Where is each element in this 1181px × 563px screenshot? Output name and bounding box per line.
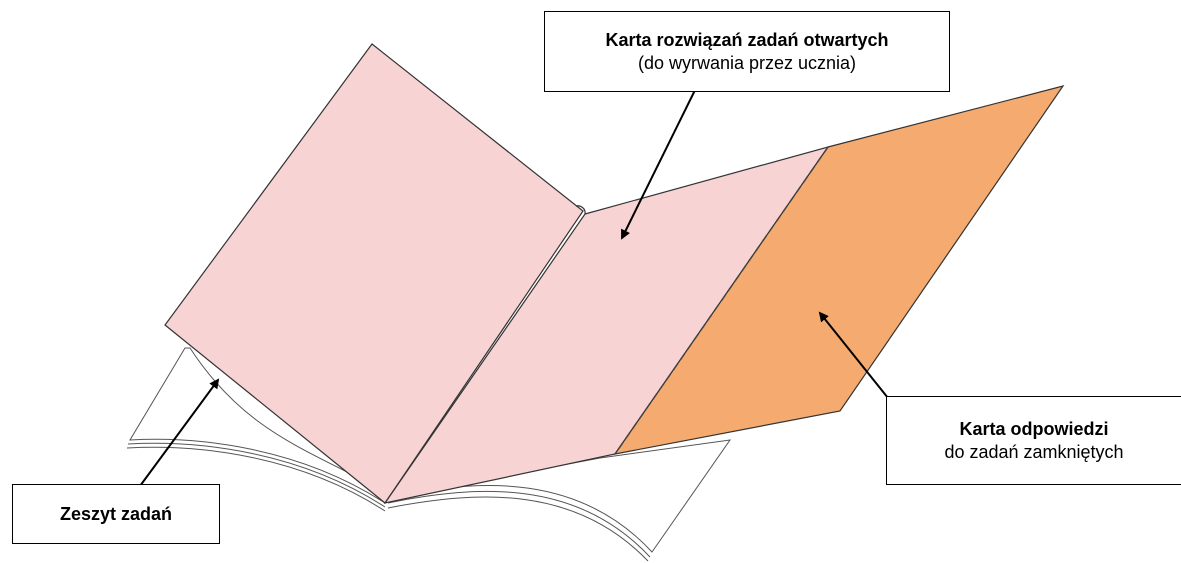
answer-card-subtitle: do zadań zamkniętych (944, 441, 1124, 462)
answer-card-sheet (613, 85, 1065, 455)
task-booklet-label: Zeszyt zadań (12, 484, 220, 544)
task-booklet-title: Zeszyt zadań (59, 503, 173, 524)
spine-curl (575, 205, 586, 215)
open-tasks-card-title: Karta rozwiązań zadań otwartych (605, 30, 889, 50)
booklet-right-edges (387, 490, 651, 562)
answer-card-label: Karta odpowiedzi do zadań zamkniętych (886, 396, 1181, 485)
booklet-left-edges (126, 442, 386, 512)
arrow-task-booklet (139, 378, 220, 487)
task-booklet-pages (126, 347, 732, 562)
open-tasks-card-subtitle: (do wyrwania przez ucznia) (637, 52, 857, 73)
arrow-open-tasks (621, 79, 701, 240)
perforation-line (614, 146, 829, 455)
open-tasks-card-label: Karta rozwiązań zadań otwartych (do wyrw… (544, 11, 950, 92)
arrow-answer-card (818, 311, 889, 399)
answer-card-title: Karta odpowiedzi (959, 419, 1109, 439)
